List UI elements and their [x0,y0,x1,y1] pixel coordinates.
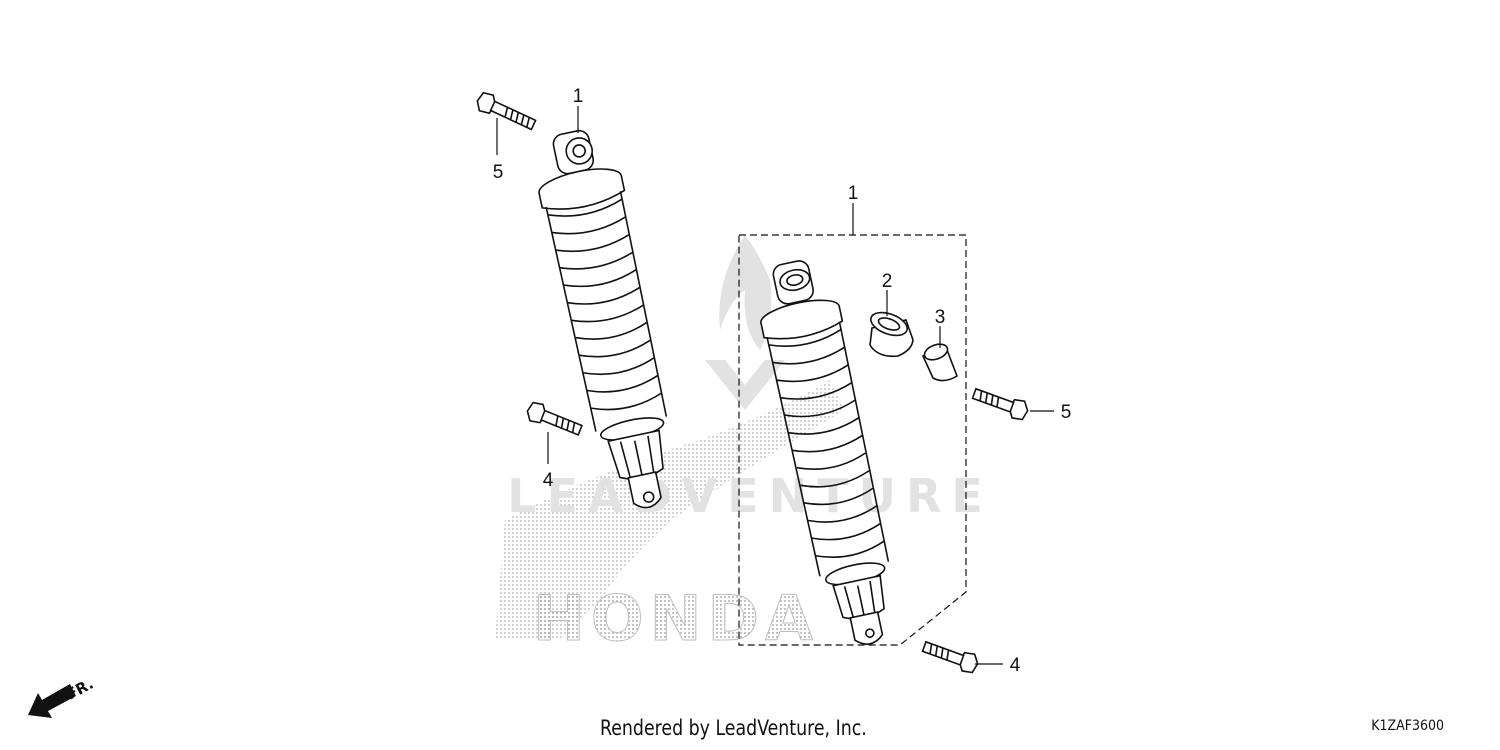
bolt-5-top-left [476,91,537,131]
shock-spring [766,321,890,577]
shock-absorber-left [538,129,668,509]
collar-part [869,311,914,358]
render-credit: Rendered by LeadVenture, Inc. [600,716,867,740]
shock-absorber-right [760,260,890,645]
shock-bottom-mount [849,611,884,645]
watermark-text: LEADVENTURE [507,469,993,523]
kit-boundary [738,234,967,646]
watermark-wing-icon [495,380,845,640]
callout-5-right: 5 [1061,402,1072,423]
callout-5-left: 5 [493,162,504,183]
shock-spring [545,191,668,432]
callout-4-right: 4 [1010,655,1021,676]
callout-1-left: 1 [573,86,584,107]
arrow-left-down-icon [28,684,76,718]
bolt-5-right [971,387,1029,421]
bolt-4-right [921,640,979,674]
watermark-brand: HONDA [533,582,819,655]
bolt-4-left [526,401,583,436]
front-direction-indicator: FR. [28,675,96,718]
callout-1-kit: 1 [848,183,859,204]
leader-lines [496,106,1054,665]
watermark-flame-icon [719,235,772,350]
bushing-part [921,343,958,382]
watermark: LEADVENTURE HONDA [495,235,993,656]
callout-3: 3 [935,307,946,328]
callout-4-left: 4 [543,470,554,491]
watermark-chevron-icon [705,360,785,410]
diagram-code: K1ZAF3600 [1371,718,1444,734]
callout-2: 2 [882,271,893,292]
